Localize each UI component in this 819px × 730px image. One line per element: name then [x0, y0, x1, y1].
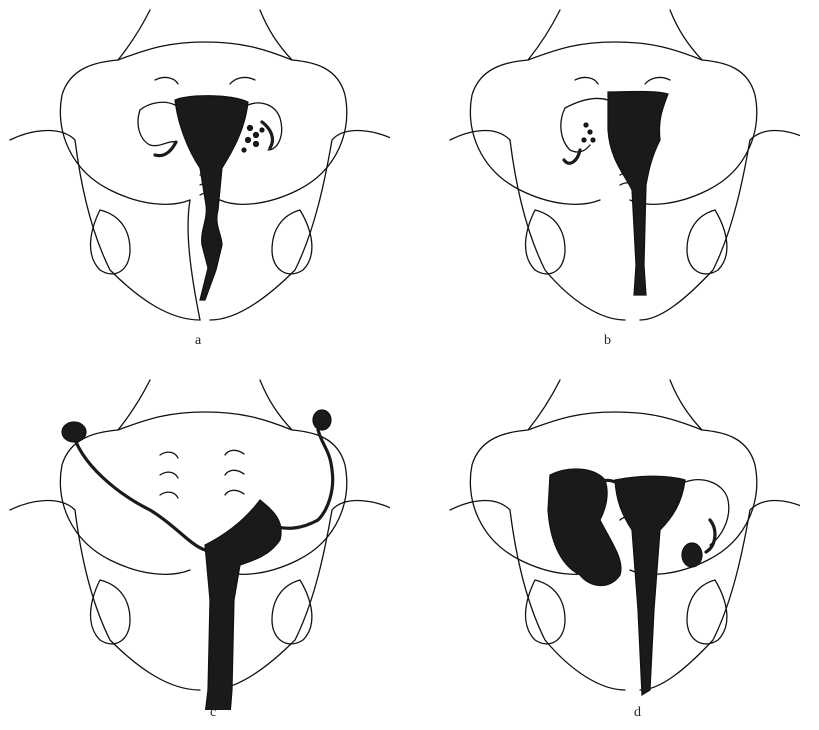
pelvis-diagram-c — [0, 370, 390, 710]
caption-b: b — [604, 333, 611, 349]
pelvis-diagram-a — [0, 0, 390, 340]
caption-d: d — [634, 705, 641, 721]
caption-c: c — [210, 705, 216, 721]
caption-a: a — [195, 333, 201, 349]
panel-d: d — [410, 370, 800, 710]
panel-c: c — [0, 370, 390, 710]
panel-a: a — [0, 0, 390, 340]
pelvis-diagram-d — [410, 370, 800, 710]
panel-b: b — [410, 0, 800, 340]
pelvis-diagram-b — [410, 0, 800, 340]
